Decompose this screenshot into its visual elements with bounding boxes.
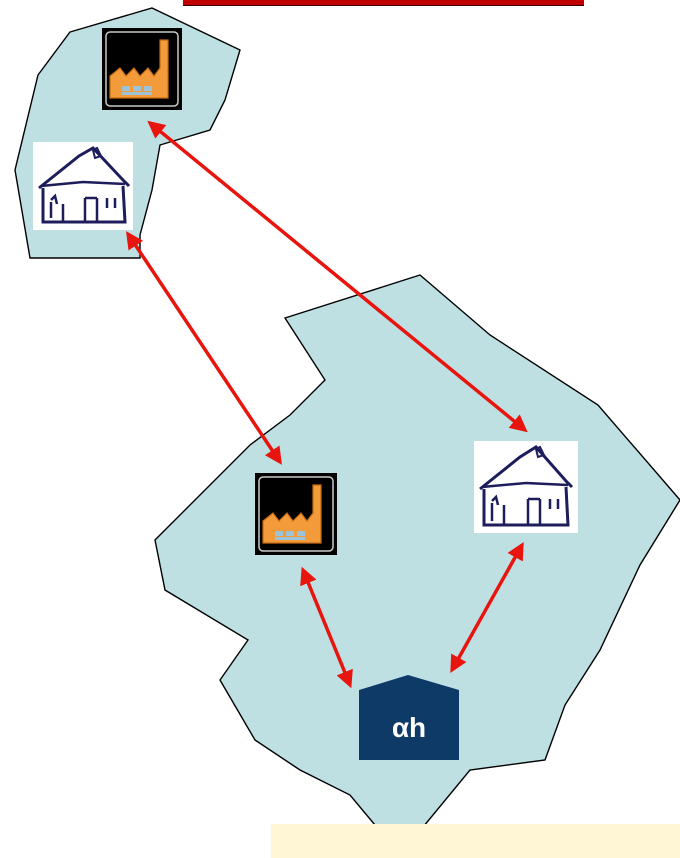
ah-house-badge-icon [359,675,459,760]
title-bar-strip [183,0,584,6]
factory-icon [255,473,337,555]
arrow-factory-top-to-house-right [147,120,528,433]
factory-icon [102,28,182,110]
ah-badge-label: αh [391,712,427,743]
house-icon [33,142,133,230]
arrow-house-left-to-factory-center [126,231,282,465]
arrow-house-right-to-ah [450,541,524,674]
region-large-bottom [154,274,680,857]
house-icon [474,441,578,533]
arrow-factory-center-to-ah [300,566,353,689]
note-box [271,824,680,858]
